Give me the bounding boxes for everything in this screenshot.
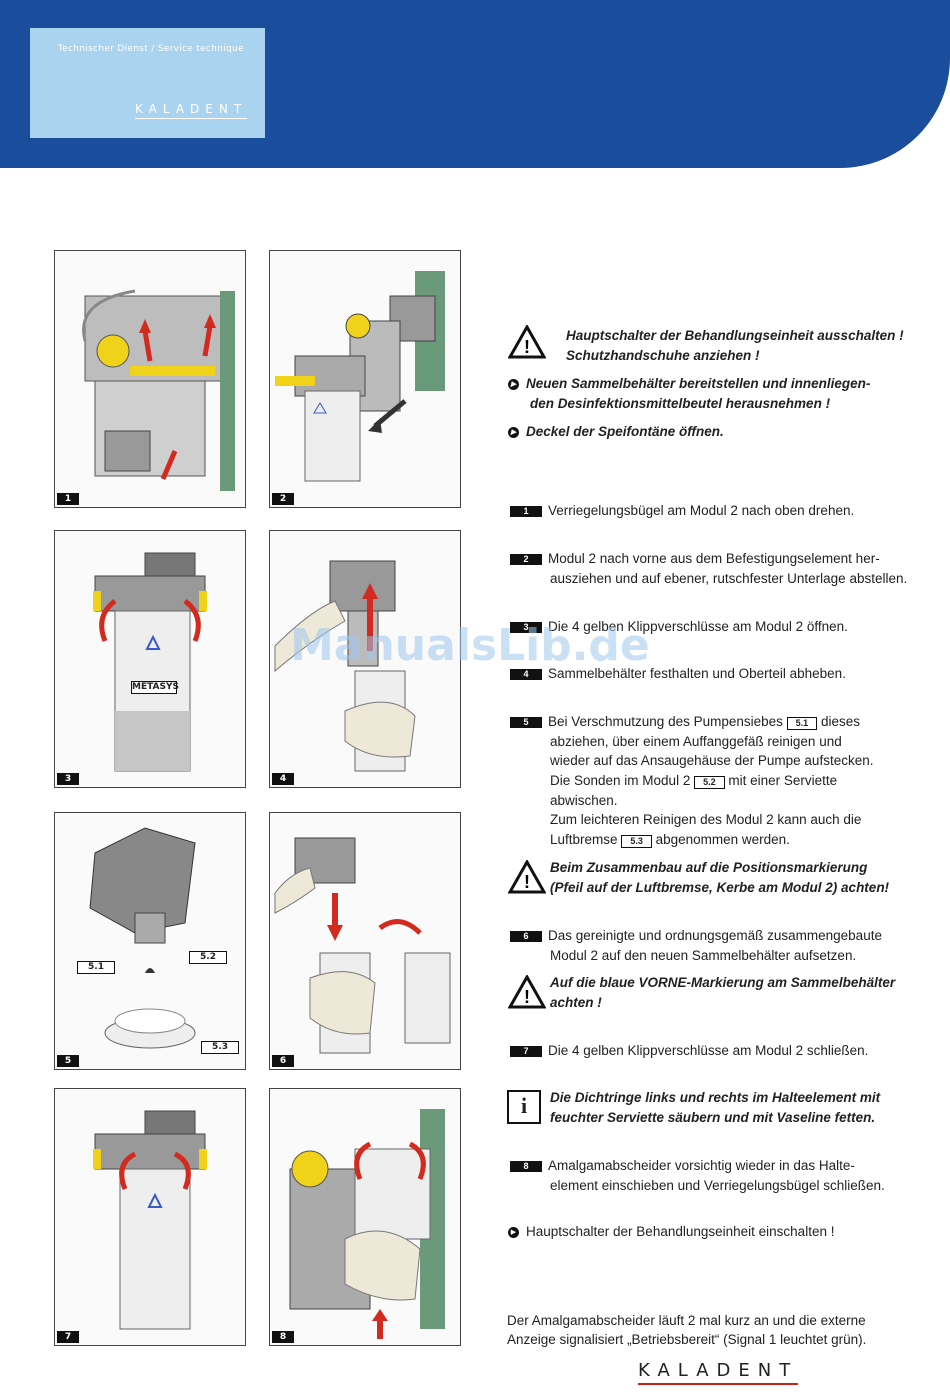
svg-text:!: ! [524,872,530,892]
final-instruction: Hauptschalter der Behandlungseinheit ein… [526,1224,835,1239]
step-6-text-1: Das gereinigte und ordnungsgemäß zusamme… [548,928,882,943]
metasys-label: METASYS [131,681,179,694]
step-7-text: Die 4 gelben Klippverschlüsse am Modul 2… [548,1043,869,1058]
step-badge: 2 [510,553,542,565]
ref-5-1: 5.1 [786,717,818,730]
step-5-line-4a: Die Sonden im Modul 2 [550,773,691,788]
panel-number: 2 [272,493,294,505]
warning-text-2: Schutzhandschuhe anziehen ! [566,348,760,363]
step-5-text-b: dieses [820,714,860,729]
step-8-text-2: element einschieben und Verriegelungsbüg… [550,1178,885,1193]
panel-number: 7 [57,1331,79,1343]
warning-text-1: Hauptschalter der Behandlungseinheit aus… [566,328,904,343]
illustration-panel-7: 7 [54,1088,246,1346]
step-badge: 7 [510,1045,542,1057]
illustration-panel-3: METASYS 3 [54,530,246,788]
warning-icon: ! [508,860,546,894]
clip-closing-illustration [93,1110,207,1330]
svg-text:!: ! [524,987,530,1007]
play-bullet-icon: ▶ [508,1226,519,1238]
illustration-panel-6: 6 [269,812,461,1070]
step-3-text: Die 4 gelben Klippverschlüsse am Modul 2… [548,619,848,634]
info-icon: i [507,1090,541,1124]
warning-marking-2: achten ! [550,995,602,1010]
step-5-line-4b: mit einer Serviette [728,773,838,788]
panel-number: 8 [272,1331,294,1343]
warning-assembly-2: (Pfeil auf der Luftbremse, Kerbe am Modu… [550,880,890,895]
step-5-text-a: Bei Verschmutzung des Pumpensiebes [548,714,783,729]
page-header: Technischer Dienst / Service technique K… [0,0,950,168]
step-8-text-1: Amalgamabscheider vorsichtig wieder in d… [548,1158,855,1173]
info-text-1: Die Dichtringe links und rechts im Halte… [550,1090,881,1105]
header-logo-box: Technischer Dienst / Service technique K… [30,28,265,138]
step-badge: 1 [510,505,542,517]
step-2-text-2: ausziehen und auf ebener, rutschfester U… [550,571,908,586]
svg-text:!: ! [524,337,530,357]
play-bullet-icon: ▶ [508,378,519,390]
callout-5-1: 5.1 [77,961,115,974]
step-2-text-1: Modul 2 nach vorne aus dem Befestigungse… [548,551,880,566]
warning-assembly-1: Beim Zusammenbau auf die Positionsmarkie… [550,860,868,875]
illustration-panel-1: 1 [54,250,246,508]
warning-marking-1: Auf die blaue VORNE-Markierung am Sammel… [550,975,896,990]
callout-5-3: 5.3 [201,1041,239,1054]
bullet-text-2: Deckel der Speifontäne öffnen. [526,424,724,439]
clip-opening-illustration [93,552,207,772]
step-5-line-3: wieder auf das Ansaugehäuse der Pumpe au… [550,753,874,768]
warning-icon: ! [508,975,546,1009]
step-badge: 5 [510,716,542,728]
step-5-line-7a: Luftbremse [550,832,618,847]
footer-brand-logo: KALADENT [638,1360,799,1385]
step-4-text: Sammelbehälter festhalten und Oberteil a… [548,666,846,681]
illustration-panel-2: 2 [269,250,461,508]
warning-icon: ! [508,325,546,359]
ref-5-2: 5.2 [694,776,725,789]
panel-number: 6 [272,1055,294,1067]
panel-number: 1 [57,493,79,505]
step-badge: 6 [510,930,542,942]
service-label: Technischer Dienst / Service technique [58,44,244,54]
footer-text-1: Der Amalgamabscheider läuft 2 mal kurz a… [507,1313,866,1328]
brand-logo: KALADENT [135,102,248,119]
watermark: ManualsLib.de [290,620,650,671]
step-6-text-2: Modul 2 auf den neuen Sammelbehälter auf… [550,948,857,963]
step-badge: 8 [510,1160,542,1172]
panel-number: 4 [272,773,294,785]
top-removal-illustration [274,560,416,772]
illustration-panel-5: 5.1 5.2 5.3 5 [54,812,246,1070]
step-5-line-7b: abgenommen werden. [655,832,790,847]
callout-5-2: 5.2 [189,951,227,964]
footer-text-2: Anzeige signalisiert „Betriebsbereit“ (S… [507,1332,867,1347]
step-5-line-2: abziehen, über einem Auffanggefäß reinig… [550,734,842,749]
module-removal-illustration [82,289,235,491]
step-5-line-5: abwischen. [550,793,618,808]
bullet-text-1: Neuen Sammelbehälter bereitstellen und i… [526,376,871,391]
step-5-line-6: Zum leichteren Reinigen des Modul 2 kann… [550,812,862,827]
bullet-text-1b: den Desinfektionsmittelbeutel herausnehm… [530,396,831,411]
illustration-panel-8: 8 [269,1088,461,1346]
module-pullout-illustration [275,271,445,482]
panel-number: 3 [57,773,79,785]
ref-5-3: 5.3 [621,835,652,848]
panel-number: 5 [57,1055,79,1067]
step-badge: 3 [510,621,542,633]
module-mounting-illustration [274,837,451,1054]
play-bullet-icon: ▶ [508,426,519,438]
step-badge: 4 [510,668,542,680]
info-text-2: feuchter Serviette säubern und mit Vasel… [550,1110,876,1125]
reinsert-module-illustration [289,1109,445,1339]
step-1-text: Verriegelungsbügel am Modul 2 nach oben … [548,503,855,518]
sieve-cleaning-illustration [89,827,196,1049]
illustration-panel-4: 4 [269,530,461,788]
